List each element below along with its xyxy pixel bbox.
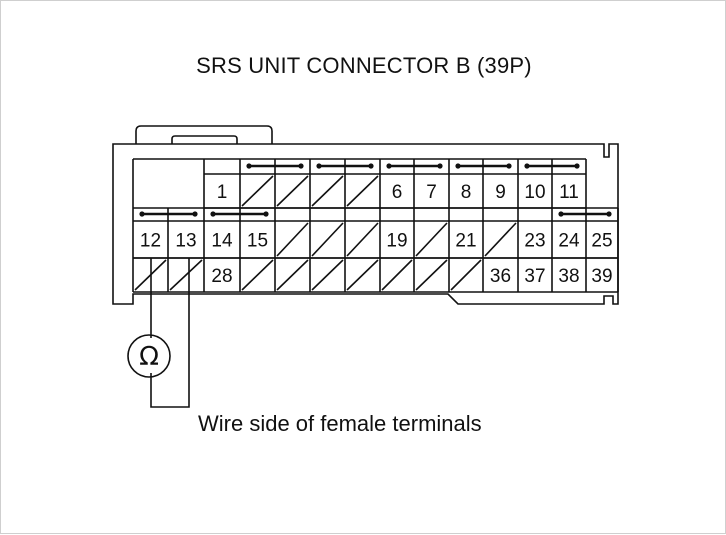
empty-cavity-slash	[346, 175, 379, 207]
empty-cavity-slash	[484, 222, 517, 257]
pin-label: 13	[175, 231, 196, 252]
pin-label: 8	[461, 182, 472, 203]
empty-cavity-slash	[381, 259, 413, 291]
pin-label: 1	[217, 182, 228, 203]
shorting-bar-contact	[386, 163, 392, 169]
caption: Wire side of female terminals	[198, 411, 482, 436]
empty-cavity-slash	[241, 259, 274, 291]
empty-cavity-slash	[415, 259, 448, 291]
shorting-bar	[524, 163, 580, 169]
meter-lead-right	[150, 258, 190, 408]
shorting-bar	[210, 211, 269, 217]
shorting-bar-contact	[192, 211, 198, 217]
shorting-bar	[139, 211, 198, 217]
shorting-bar-contact	[506, 163, 512, 169]
pin-label: 21	[455, 231, 476, 252]
shorting-bar	[246, 163, 304, 169]
shorting-bar-contact	[558, 211, 564, 217]
shorting-bar-contact	[455, 163, 461, 169]
pin-label: 14	[211, 231, 233, 252]
pin-label: 39	[591, 266, 612, 287]
empty-cavity-slash	[276, 259, 309, 291]
empty-cavity-slash	[311, 259, 344, 291]
empty-cavity-slash	[276, 175, 309, 207]
pin-label: 11	[559, 182, 579, 203]
empty-cavity-slash	[450, 259, 482, 291]
shorting-bar-contact	[437, 163, 443, 169]
empty-cavity-slash	[346, 259, 379, 291]
empty-cavity-slash	[241, 175, 274, 207]
pin-label: 12	[140, 231, 161, 252]
pin-label: 9	[495, 182, 506, 203]
ohmmeter-circle	[127, 334, 171, 378]
shorting-bar-contact	[139, 211, 145, 217]
connector-housing	[112, 143, 619, 305]
pin-label: 28	[211, 266, 232, 287]
shorting-bar-contact	[298, 163, 304, 169]
shorting-bar-contact	[263, 211, 269, 217]
shorting-bar	[558, 211, 612, 217]
pin-label: 10	[524, 182, 545, 203]
pin-label: 25	[591, 231, 612, 252]
ohm-icon: Ω	[139, 342, 159, 372]
empty-cavity-slash	[311, 222, 344, 257]
shorting-bar	[386, 163, 443, 169]
pin-labels: 1 6 7 8 9 10 11 12 13 14 15 19 21 23 24 25 28 36 37 38 39	[140, 182, 613, 287]
pin-label: 7	[426, 182, 437, 203]
shorting-bar-contact	[606, 211, 612, 217]
pin-label: 38	[558, 266, 579, 287]
pin-label: 37	[524, 266, 545, 287]
latch-slot	[171, 135, 238, 144]
pin-label: 23	[524, 231, 545, 252]
shorting-bar-contact	[368, 163, 374, 169]
pin-label: 19	[386, 231, 407, 252]
shorting-bar-contact	[246, 163, 252, 169]
pin-label: 6	[392, 182, 403, 203]
pin-label: 15	[247, 231, 268, 252]
diagram-title: SRS UNIT CONNECTOR B (39P)	[196, 53, 532, 78]
empty-cavity-slash	[276, 222, 309, 257]
shorting-bar-contact	[316, 163, 322, 169]
shorting-bar-contact	[574, 163, 580, 169]
shorting-bar-contact	[524, 163, 530, 169]
shorting-bar-contact	[210, 211, 216, 217]
pin-label: 24	[558, 231, 580, 252]
empty-cavity-slash	[346, 222, 379, 257]
empty-cavity-slash	[169, 259, 203, 291]
shorting-bar	[316, 163, 374, 169]
empty-cavity-slash	[311, 175, 344, 207]
pin-label: 36	[490, 266, 511, 287]
shorting-bar	[455, 163, 512, 169]
shorting-bars	[139, 163, 612, 217]
connector-latch	[135, 125, 273, 144]
empty-cavity-slash	[415, 222, 448, 257]
